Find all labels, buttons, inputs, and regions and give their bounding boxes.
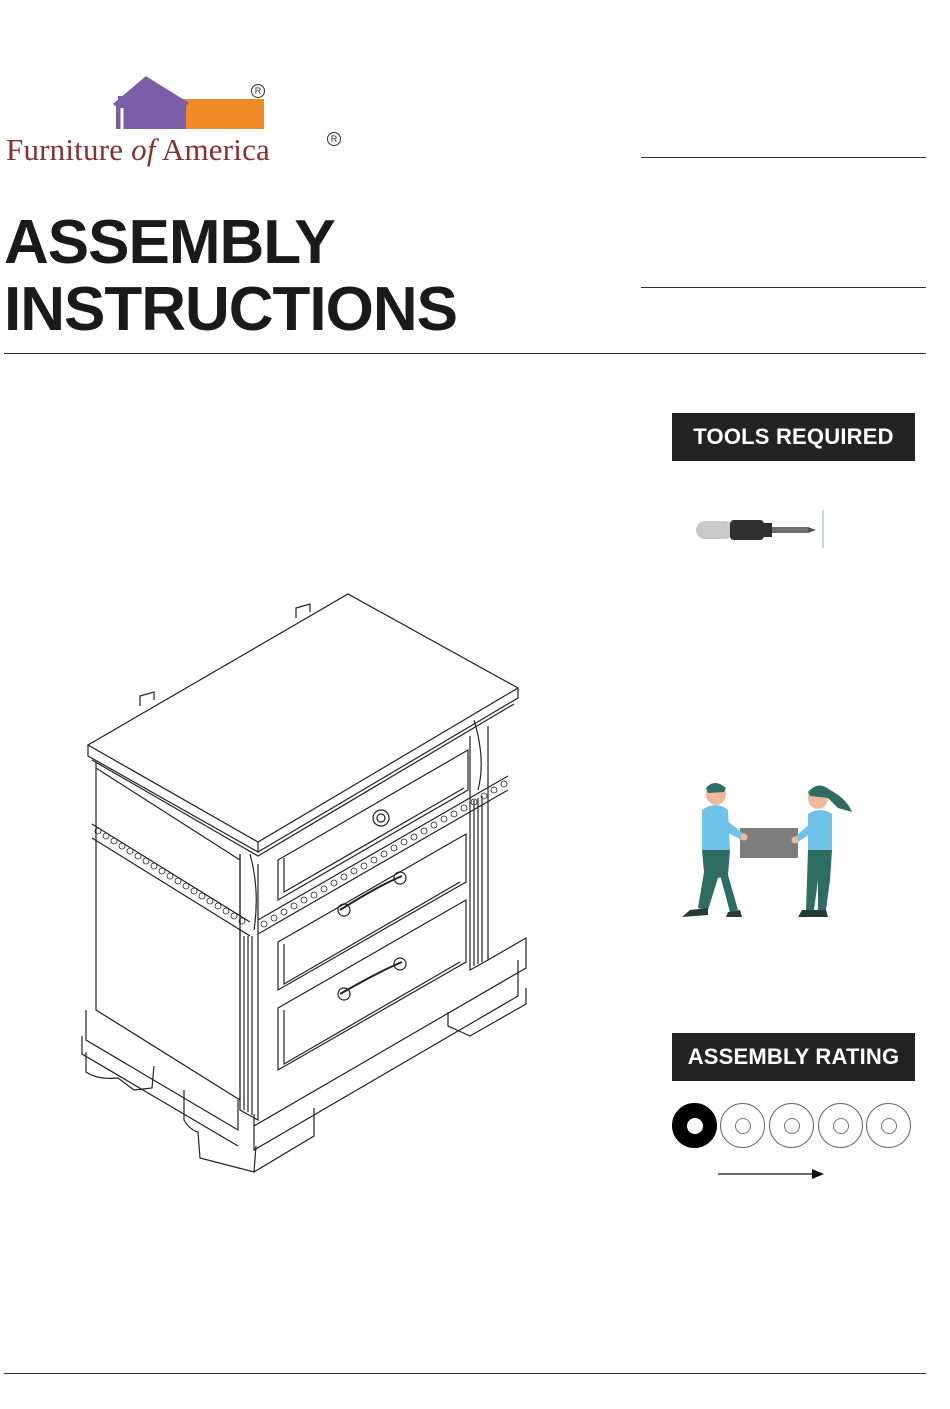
title-divider (4, 353, 926, 354)
rating-circle-empty (866, 1103, 911, 1148)
rating-circle-empty (818, 1103, 863, 1148)
rating-circle-filled (672, 1103, 717, 1148)
brand-name-part1: Furniture (6, 132, 131, 167)
registered-mark: R (251, 84, 265, 98)
logo-orange-bar (182, 99, 264, 129)
registered-mark-2: R (327, 132, 341, 146)
divider-line (641, 287, 926, 288)
footer-divider (4, 1373, 926, 1374)
screwdriver-icon (690, 508, 830, 550)
rating-arrow-icon (718, 1167, 828, 1181)
nightstand-drawing (78, 590, 533, 1175)
page-title-line2: INSTRUCTIONS (4, 279, 457, 341)
assembly-rating-badge: ASSEMBLY RATING (672, 1033, 915, 1081)
rating-circle-empty (769, 1103, 814, 1148)
two-person-lift-icon (668, 780, 860, 925)
brand-name: Furniture of America (6, 132, 270, 168)
brand-name-part3: America (156, 132, 270, 167)
logo-house-icon (116, 78, 186, 129)
brand-name-of: of (131, 132, 156, 167)
tools-required-badge: TOOLS REQUIRED (672, 413, 915, 461)
divider-line (641, 157, 926, 158)
page-title-line1: ASSEMBLY (4, 212, 335, 274)
rating-circle-empty (720, 1103, 765, 1148)
